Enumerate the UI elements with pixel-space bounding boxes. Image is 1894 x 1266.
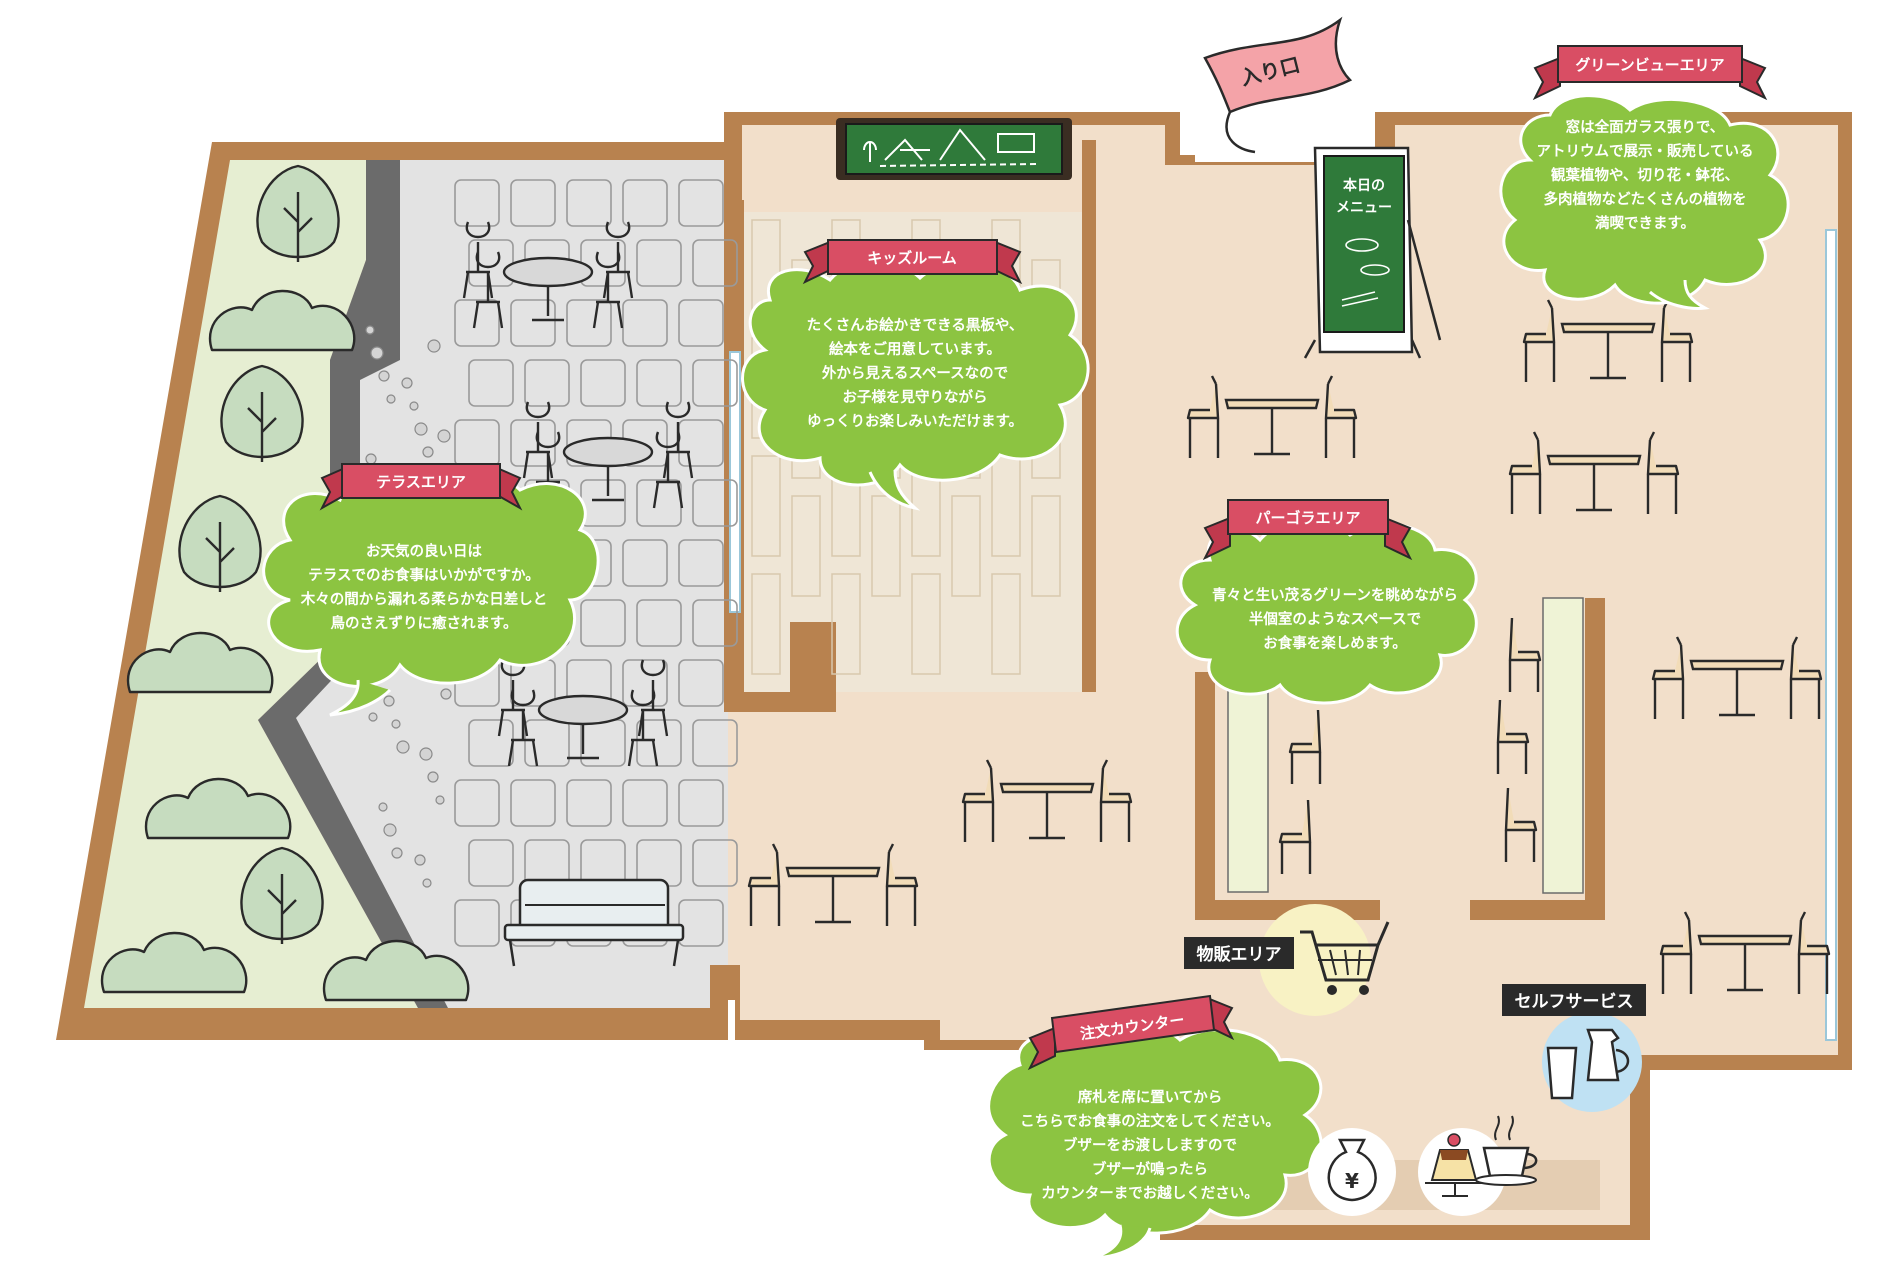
kids-text-2: 絵本をご用意しています。 <box>829 340 1001 358</box>
kids-text-4: お子様を見守りながら <box>843 388 988 406</box>
pergola-area-banner: パーゴラエリア <box>1202 499 1413 561</box>
entrance-flag[interactable]: 入り口 <box>1203 16 1353 154</box>
counter-text-5: カウンターまでお越しください。 <box>1041 1184 1259 1202</box>
greenview-text-5: 満喫できます。 <box>1595 214 1695 232</box>
coffee-cup-icon <box>1475 1115 1538 1186</box>
terrace-text-1: お天気の良い日は <box>366 542 482 560</box>
bush-icon <box>322 939 470 1002</box>
greenview-text-3: 観葉植物や、切り花・鉢花、 <box>1551 166 1739 184</box>
counter-text-2: こちらでお食事の注文をしてください。 <box>1020 1112 1280 1130</box>
tree-icon <box>240 846 324 944</box>
menu-board: 本日の メニュー <box>1303 146 1442 359</box>
bush-icon <box>126 631 274 694</box>
menu-board-line1: 本日の <box>1343 177 1385 194</box>
chair-icon <box>1496 699 1530 774</box>
tree-icon <box>178 494 262 592</box>
terrace-table-set <box>497 659 669 767</box>
kids-room <box>751 118 1072 675</box>
money-bag-icon: ¥ <box>1327 1138 1377 1202</box>
shop-area[interactable]: 物販エリア <box>1184 904 1390 1016</box>
kids-room-bubble[interactable]: たくさんお絵かきできる黒板や、 絵本をご用意しています。 外から見えるスペースな… <box>741 260 1090 511</box>
chair-icon <box>1288 709 1322 784</box>
pergola-text-2: 半個室のようなスペースで <box>1249 610 1421 628</box>
svg-text:¥: ¥ <box>1345 1169 1359 1193</box>
cafe-table-set <box>1508 431 1680 514</box>
self-service-area[interactable]: セルフサービス <box>1502 984 1646 1112</box>
terrace-text-3: 木々の間から漏れる柔らかな日差しと <box>300 590 548 608</box>
cafe-table-set <box>1186 375 1358 458</box>
shop-label: 物販エリア <box>1197 944 1282 965</box>
terrace-furniture <box>462 221 694 767</box>
chair-icon <box>1278 799 1312 874</box>
bush-icon <box>100 931 248 994</box>
kids-room-title: キッズルーム <box>867 249 957 267</box>
pergola-text-1: 青々と生い茂るグリーンを眺めながら <box>1212 586 1458 604</box>
shopping-cart-icon <box>1300 921 1390 995</box>
tree-icon <box>256 164 340 262</box>
kids-text-3: 外から見えるスペースなので <box>822 364 1008 382</box>
cafe-table-set <box>1659 911 1831 994</box>
greenview-text-2: アトリウムで展示・販売している <box>1536 142 1753 160</box>
self-service-label: セルフサービス <box>1515 992 1634 1012</box>
cafe-table-set <box>1651 636 1823 719</box>
greenview-area-title: グリーンビューエリア <box>1575 56 1724 74</box>
menu-board-line2: メニュー <box>1336 200 1392 216</box>
chair-icon <box>1504 787 1538 862</box>
bush-icon <box>144 777 292 840</box>
chair-icon <box>1508 617 1542 692</box>
greenview-text-1: 窓は全面ガラス張りで、 <box>1566 118 1725 136</box>
terrace-table-set <box>522 401 694 509</box>
kids-text-1: たくさんお絵かきできる黒板や、 <box>807 316 1024 334</box>
tree-icon <box>220 364 304 462</box>
order-counter-bubble[interactable]: 席札を席に置いてから こちらでお食事の注文をしてください。 ブザーをお渡しします… <box>987 1024 1323 1260</box>
counter-text-3: ブザーをお渡ししますので <box>1063 1136 1237 1154</box>
counter-icons: ¥ <box>1308 1115 1538 1216</box>
pergola-text-3: お食事を楽しめます。 <box>1263 634 1407 652</box>
kids-room-banner: キッズルーム <box>802 239 1023 285</box>
terrace-area-banner: テラスエリア <box>319 463 523 511</box>
terrace-area-title: テラスエリア <box>376 473 466 491</box>
kids-text-5: ゆっくりお楽しみいただけます。 <box>807 412 1023 430</box>
terrace-text-4: 鳥のさえずりに癒されます。 <box>330 614 517 632</box>
counter-text-1: 席札を席に置いてから <box>1078 1088 1223 1106</box>
pergola-area-title: パーゴラエリア <box>1255 509 1360 527</box>
pergola-area-bubble[interactable]: 青々と生い茂るグリーンを眺めながら 半個室のようなスペースで お食事を楽しめます… <box>1175 519 1478 705</box>
greenview-text-4: 多肉植物などたくさんの植物を <box>1544 190 1747 208</box>
greenview-area-banner: グリーンビューエリア <box>1532 45 1768 101</box>
terrace-text-2: テラスでのお食事はいかがですか。 <box>308 566 539 584</box>
terrace-table-set <box>462 221 634 329</box>
pudding-icon <box>1425 1133 1485 1197</box>
cafe-furniture <box>747 299 1831 994</box>
cafe-table-set <box>961 759 1133 842</box>
garden-plants <box>100 164 470 1002</box>
water-pitcher-icon <box>1546 1028 1630 1100</box>
greenview-area-bubble[interactable]: 窓は全面ガラス張りで、 アトリウムで展示・販売している 観葉植物や、切り花・鉢花… <box>1499 94 1790 310</box>
counter-text-4: ブザーが鳴ったら <box>1092 1160 1208 1178</box>
cafe-table-set <box>747 843 919 926</box>
bench-icon <box>503 878 685 967</box>
terrace-area-bubble[interactable]: お天気の良い日は テラスでのお食事はいかがですか。 木々の間から漏れる柔らかな日… <box>262 469 600 717</box>
bush-icon <box>208 289 356 352</box>
order-counter-banner: 注文カウンター <box>1027 994 1235 1071</box>
chalkboard-icon <box>836 118 1072 180</box>
